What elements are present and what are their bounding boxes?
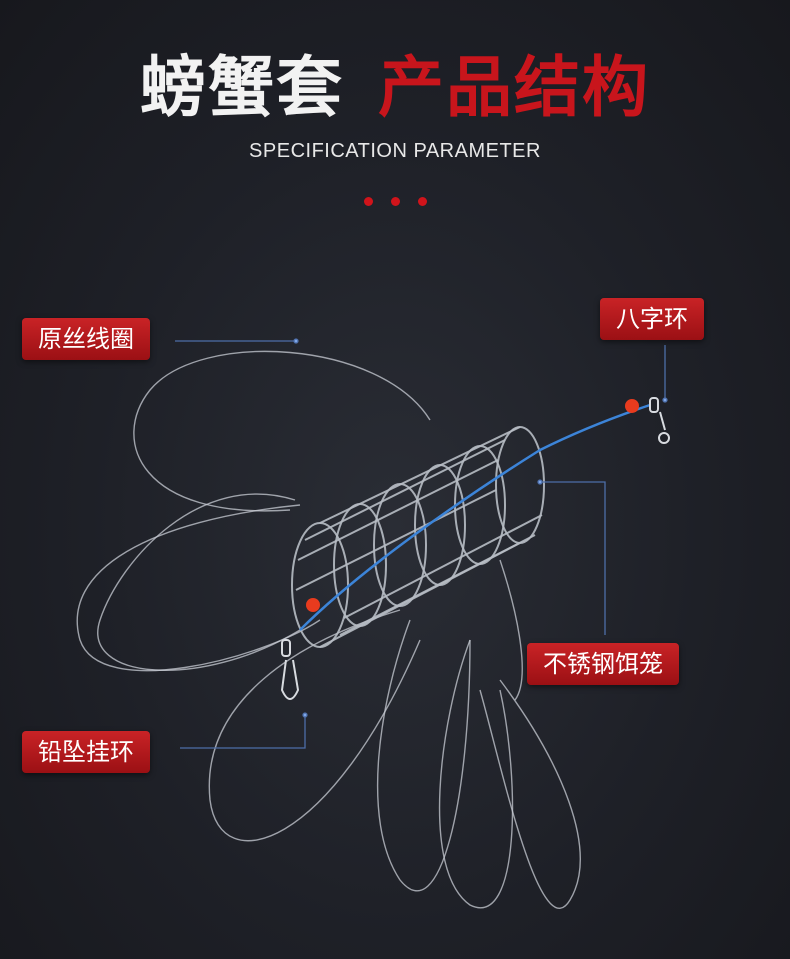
label-sinker-ring: 铅坠挂环 xyxy=(22,731,150,773)
callout-lines xyxy=(175,338,668,749)
page-subtitle: SPECIFICATION PARAMETER xyxy=(249,140,541,162)
red-bead-top xyxy=(625,399,639,413)
nylon-line-loops xyxy=(76,350,581,909)
label-stainless-cage: 不锈钢饵笼 xyxy=(527,643,679,685)
red-dot xyxy=(391,197,400,206)
title-red-part: 产品结构 xyxy=(378,49,650,126)
label-swivel: 八字环 xyxy=(600,298,704,340)
swivel-top xyxy=(649,397,670,444)
red-dot xyxy=(418,197,427,206)
red-dot xyxy=(364,197,373,206)
stainless-cage xyxy=(291,426,545,648)
red-bead-bottom xyxy=(306,598,320,612)
snap-swivel-bottom xyxy=(280,639,300,700)
page-title: 螃蟹套产品结构 xyxy=(0,48,790,128)
label-line-coil: 原丝线圈 xyxy=(22,318,150,360)
blue-leader-line xyxy=(299,403,651,631)
decorative-dots xyxy=(364,197,428,207)
title-white-part: 螃蟹套 xyxy=(140,49,344,126)
